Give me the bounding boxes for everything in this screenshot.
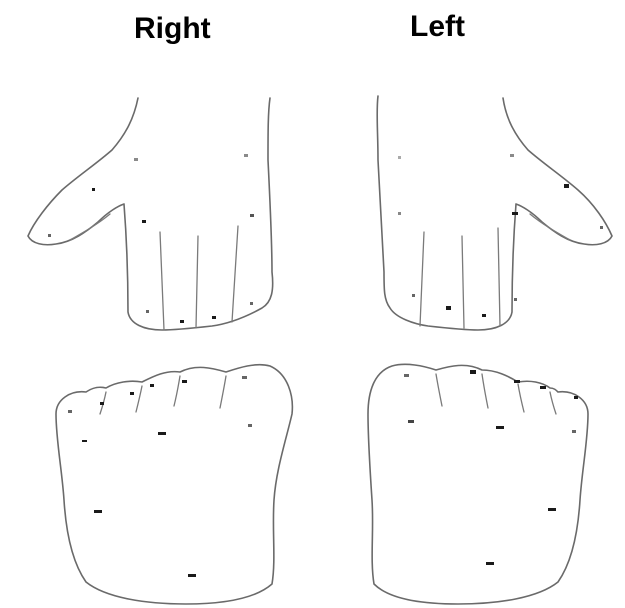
right-hand-finger-line-1 [160,232,164,330]
marker [510,154,514,157]
marker [470,370,476,374]
right-foot-toe-line-4 [220,376,226,408]
right-foot-toe-line-2 [136,386,142,412]
marker [408,420,414,423]
marker [142,220,146,223]
left-foot-toe-line-4 [550,392,556,414]
right-hand [28,98,273,330]
left-foot-toe-line-1 [436,374,442,406]
marker [146,310,149,313]
marker [540,386,546,389]
left-hand-finger-line-2 [462,236,464,328]
marker [496,426,504,429]
marker [398,212,401,215]
marker [150,384,154,387]
marker [572,430,576,433]
marker [250,214,254,217]
right-foot-outline [56,365,292,604]
right-hand-finger-line-3 [232,226,238,322]
right-foot-toe-line-3 [174,376,180,406]
left-hand-finger-line-3 [498,228,500,326]
marker [248,424,252,427]
marker [94,510,102,513]
marker [482,314,486,317]
marker [574,396,578,399]
left-foot-toe-line-3 [518,384,524,412]
left-foot-outline [368,364,588,604]
right-hand-finger-line-2 [196,236,198,328]
marker [130,392,134,395]
marker [514,380,520,383]
marker [92,188,95,191]
left-foot [368,364,588,604]
marker [48,234,51,237]
marker [242,376,247,379]
marker [486,562,494,565]
right-hand-outline [28,98,273,330]
marker [514,298,517,301]
left-foot-toe-line-2 [482,374,488,408]
marker [244,154,248,157]
marker [182,380,187,383]
marker [446,306,451,310]
marker [188,574,196,577]
marker [212,316,216,319]
marker [512,212,518,215]
marker [412,294,415,297]
marker [600,226,603,229]
marker [398,156,401,159]
marker [134,158,138,161]
left-hand-finger-line-1 [420,232,424,326]
marker [100,402,104,405]
joint-markers [48,154,603,577]
marker [68,410,72,413]
marker [548,508,556,511]
marker [180,320,184,323]
right-hand-thumb-line [70,214,110,240]
left-hand-thumb-line [530,214,570,240]
marker [158,432,166,435]
marker [250,302,253,305]
marker [404,374,409,377]
marker [82,440,87,442]
marker [564,184,569,188]
right-foot [56,365,292,604]
